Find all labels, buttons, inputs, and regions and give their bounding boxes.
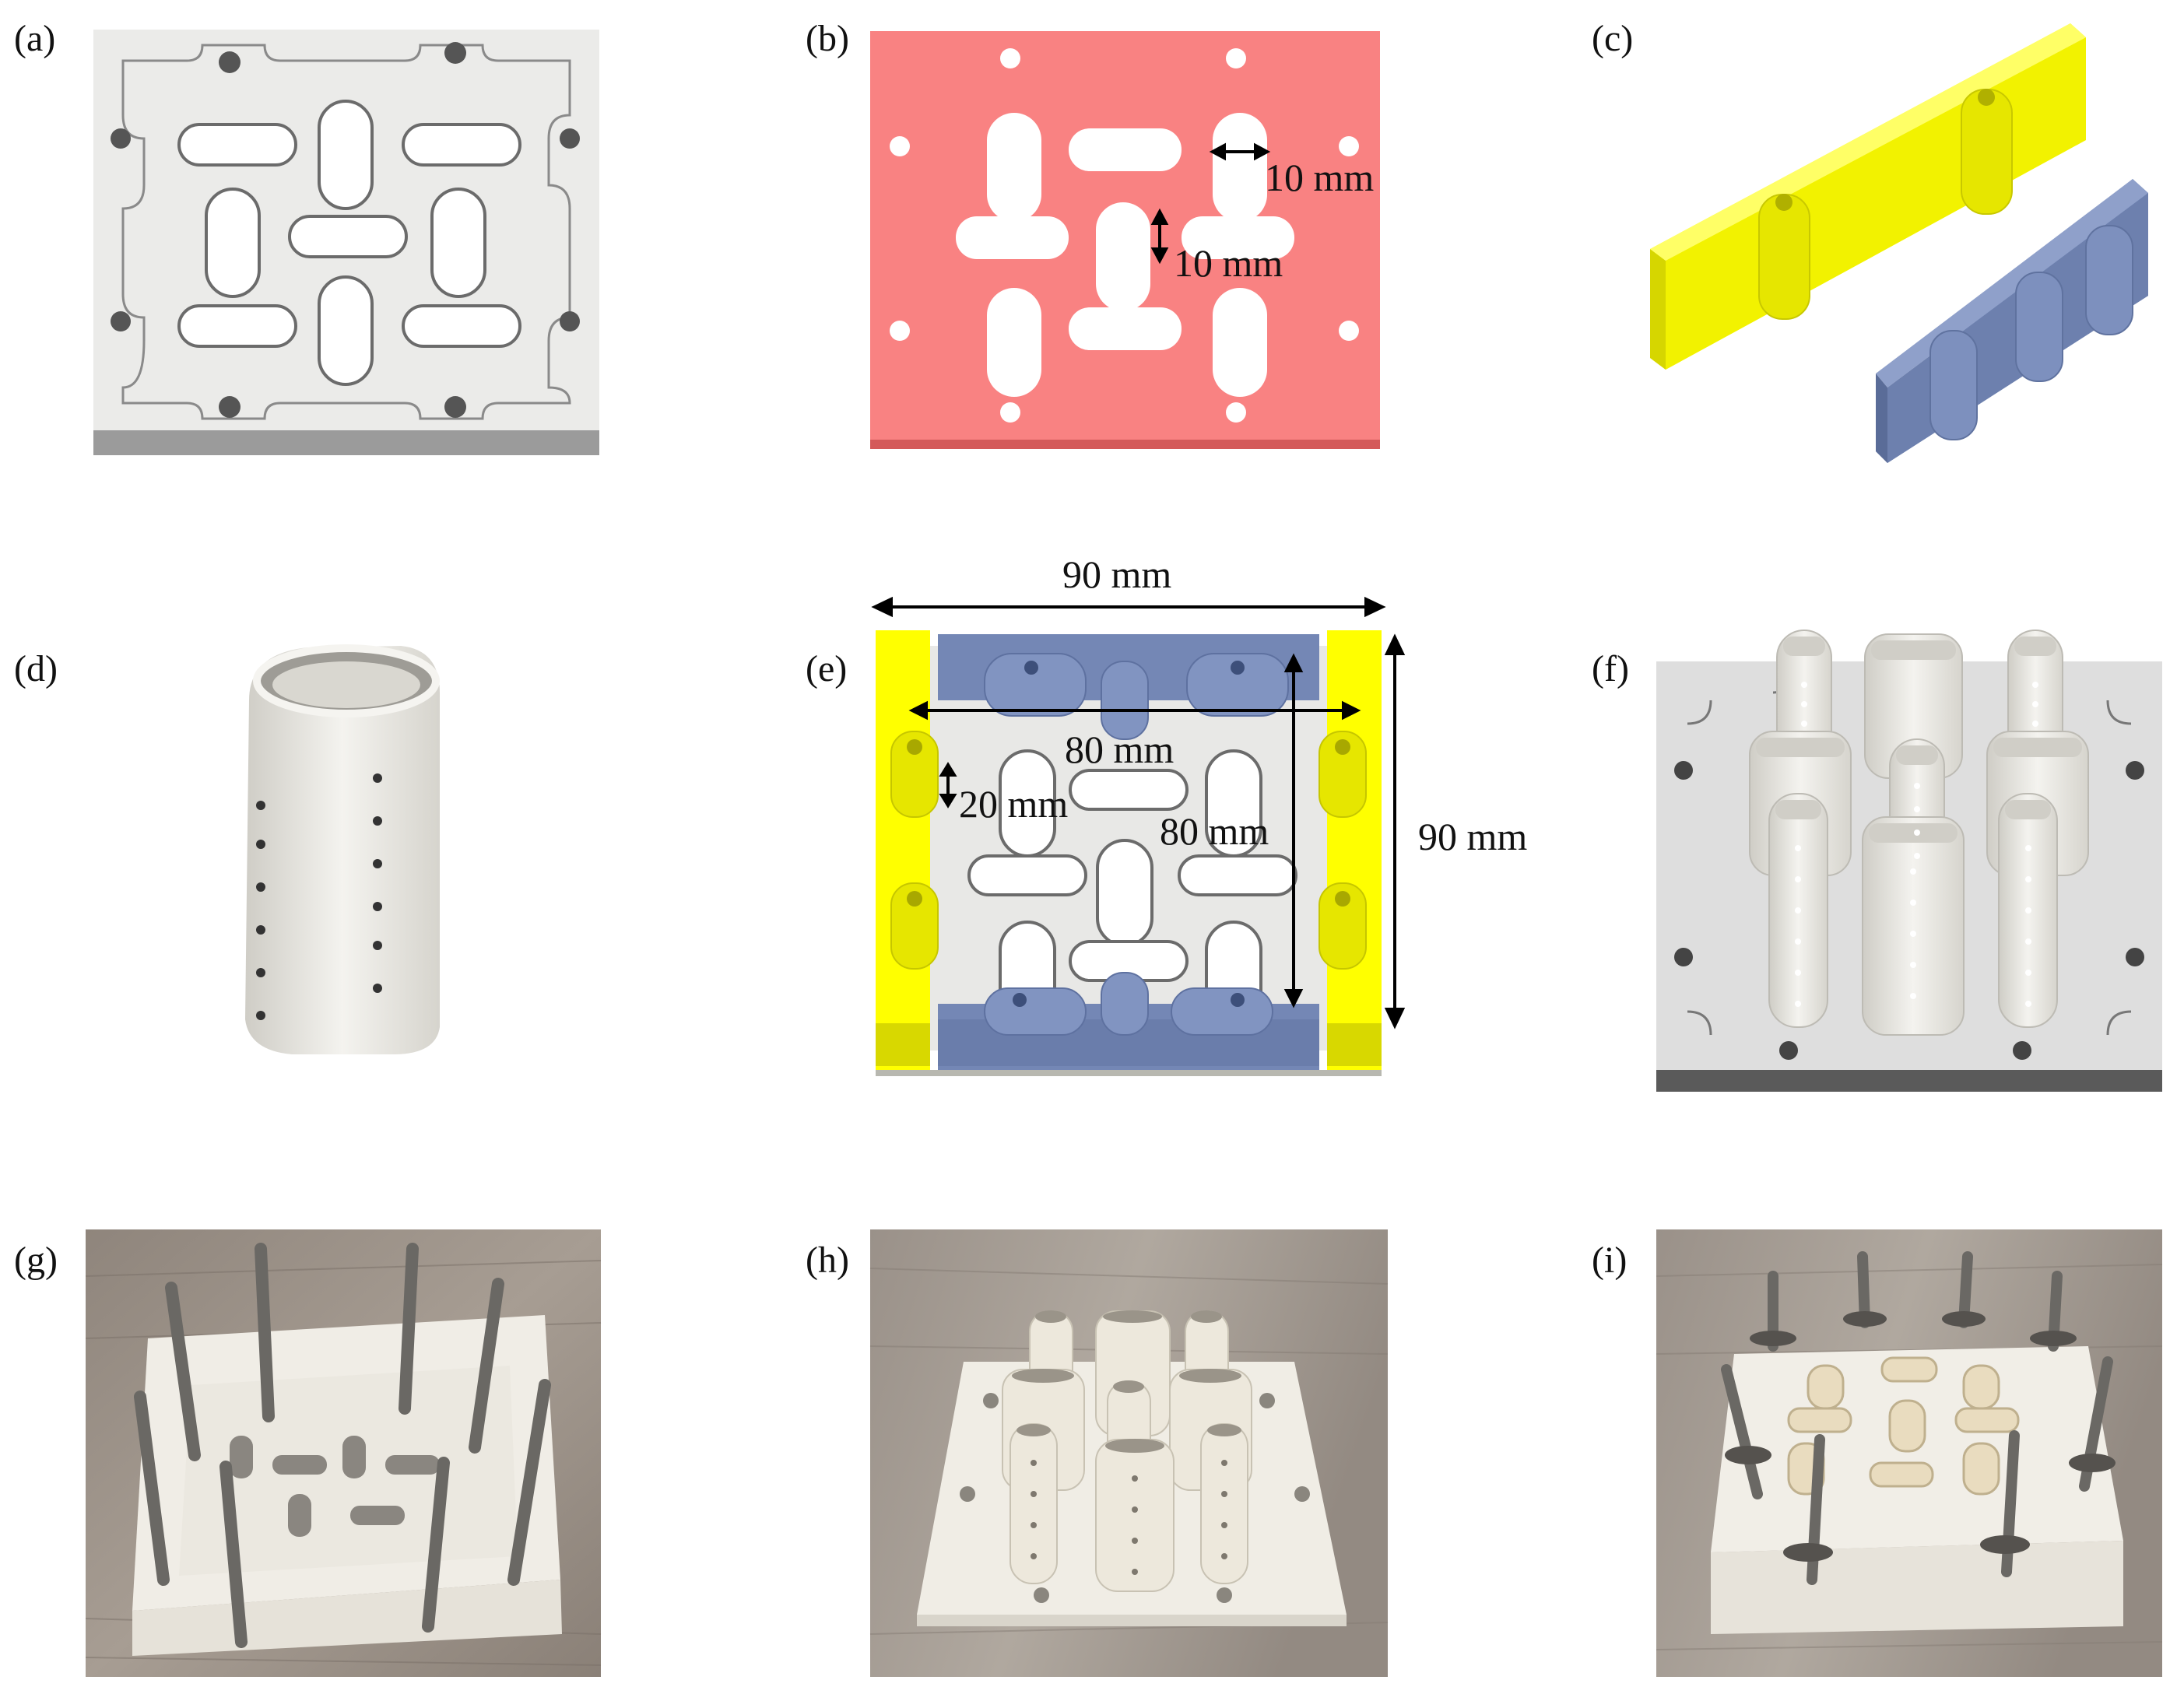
panel-b-pink-plate: [870, 31, 1380, 449]
panel-i-photo: [1656, 1229, 2163, 1677]
panel-a-base-plate: [93, 30, 599, 455]
panel-e-label: (e): [806, 648, 848, 689]
panel-c-clamps: [1650, 23, 2148, 463]
panel-b-label: (b): [806, 18, 849, 59]
dim-gap: 20 mm: [959, 782, 1068, 826]
panel-a-label: (a): [14, 18, 56, 59]
panel-i-label: (i): [1592, 1240, 1627, 1281]
dim-outer-height: 90 mm: [1418, 815, 1527, 858]
dim-inner-width: 80 mm: [1065, 728, 1174, 771]
dim-inner-height: 80 mm: [1160, 809, 1269, 853]
dim-outer-width: 90 mm: [1062, 552, 1171, 596]
panel-d-tube: [245, 644, 440, 1054]
panel-g-label: (g): [14, 1240, 58, 1281]
panel-c-label: (c): [1592, 18, 1634, 59]
panel-h-label: (h): [806, 1240, 849, 1281]
panel-g-photo: [85, 1229, 602, 1677]
dim-slot-width: 10 mm: [1265, 156, 1374, 199]
panel-h-photo: [869, 1229, 1389, 1677]
panel-f-assembly-render: [1656, 630, 2162, 1092]
dim-slot-height: 10 mm: [1174, 241, 1283, 285]
panel-f-label: (f): [1592, 648, 1629, 689]
panel-e-assembly: [876, 630, 1382, 1076]
panel-d-label: (d): [14, 648, 58, 689]
